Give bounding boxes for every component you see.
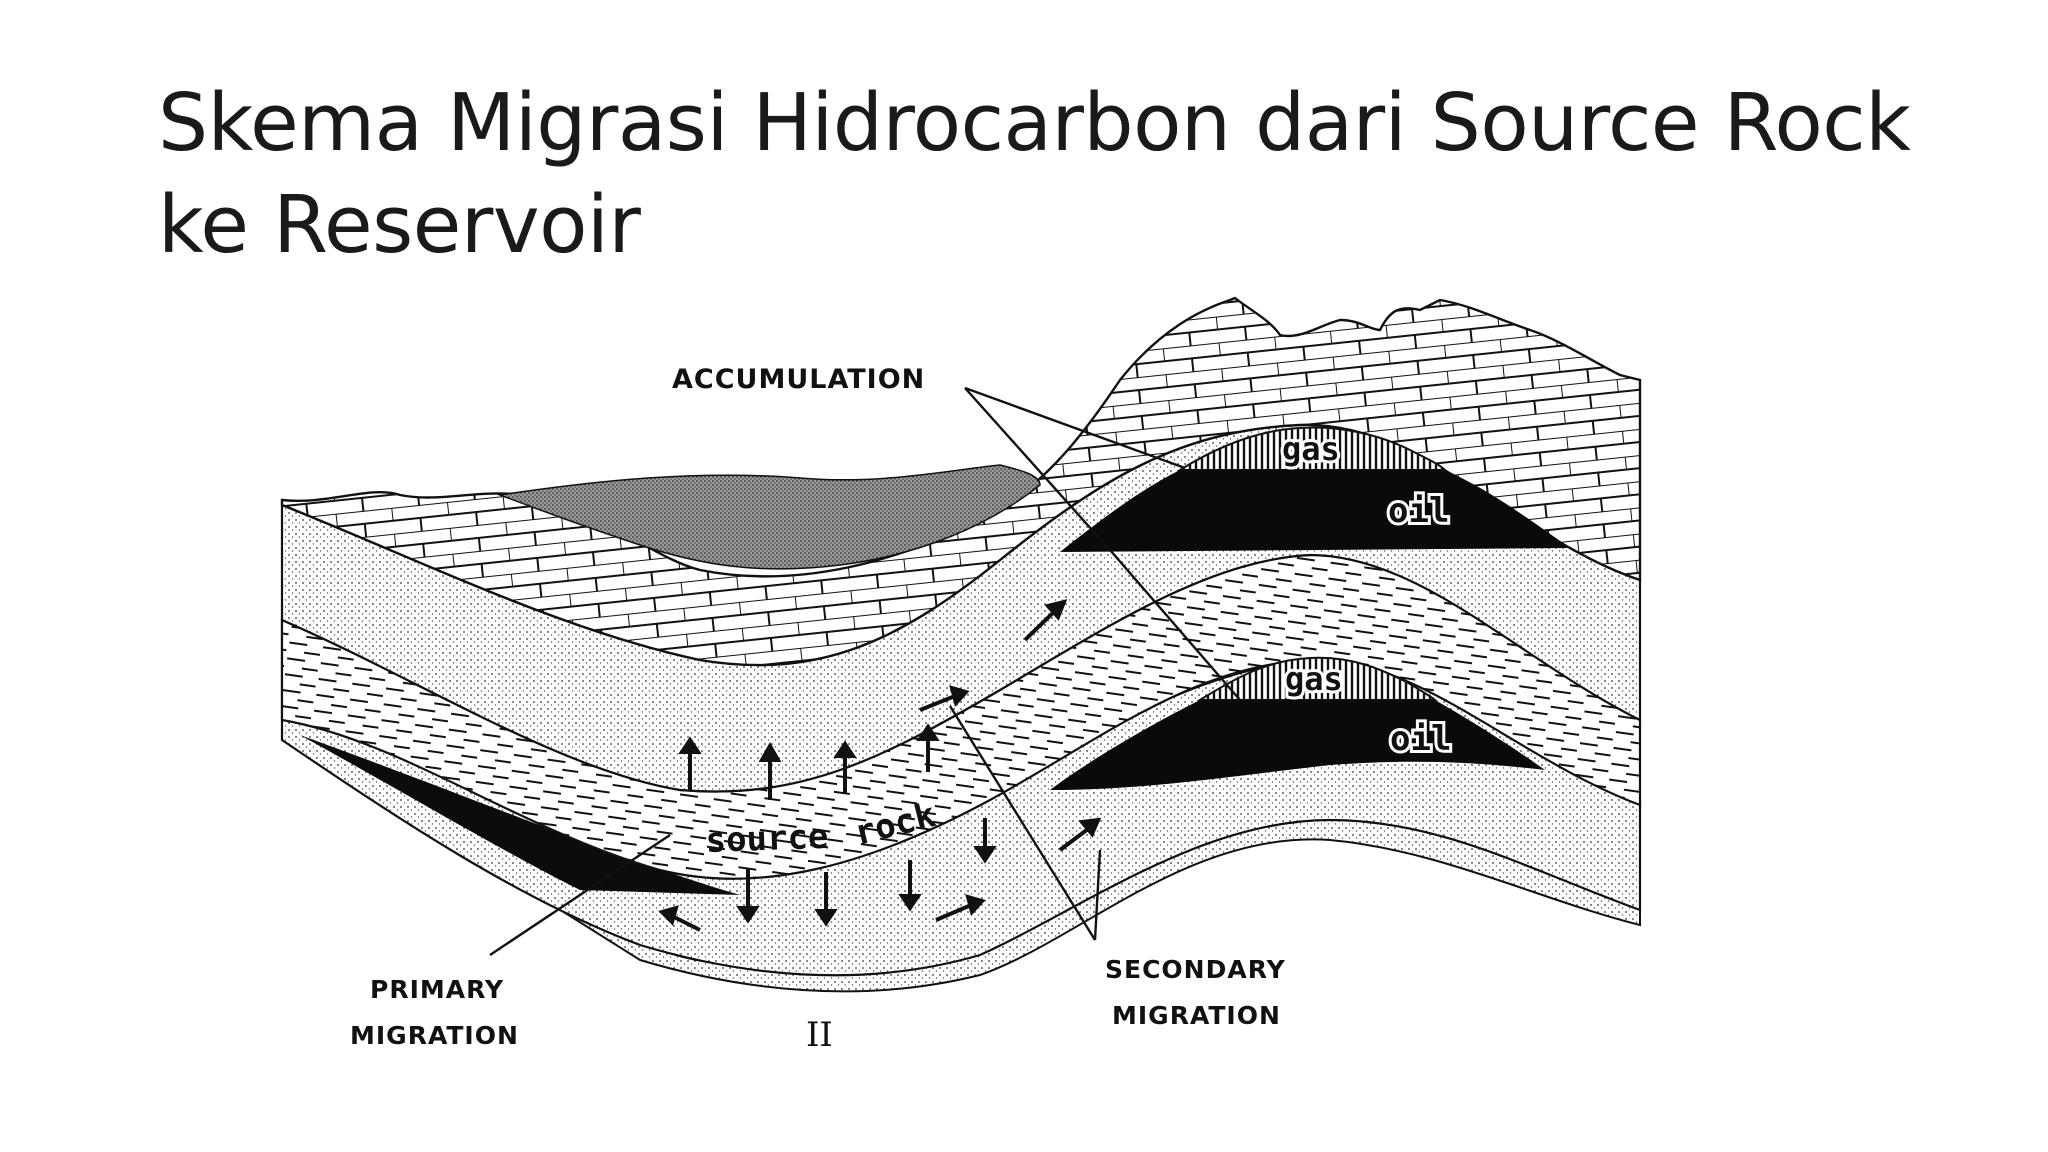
primary-migration-label-line2: MIGRATION <box>350 1021 519 1050</box>
upper-oil-label: oil <box>1388 491 1449 531</box>
accumulation-label: ACCUMULATION <box>672 364 925 395</box>
primary-migration-label-line1: PRIMARY <box>370 975 504 1004</box>
source-rock-label-word1: source <box>705 817 829 861</box>
secondary-migration-label-line2: MIGRATION <box>1112 1001 1281 1030</box>
lower-oil-label: oil <box>1390 719 1451 759</box>
lower-gas-label: gas <box>1285 660 1343 698</box>
figure-number: II <box>806 1015 833 1055</box>
upper-gas-label: gas <box>1282 430 1340 468</box>
secondary-migration-label-line1: SECONDARY <box>1105 955 1286 984</box>
